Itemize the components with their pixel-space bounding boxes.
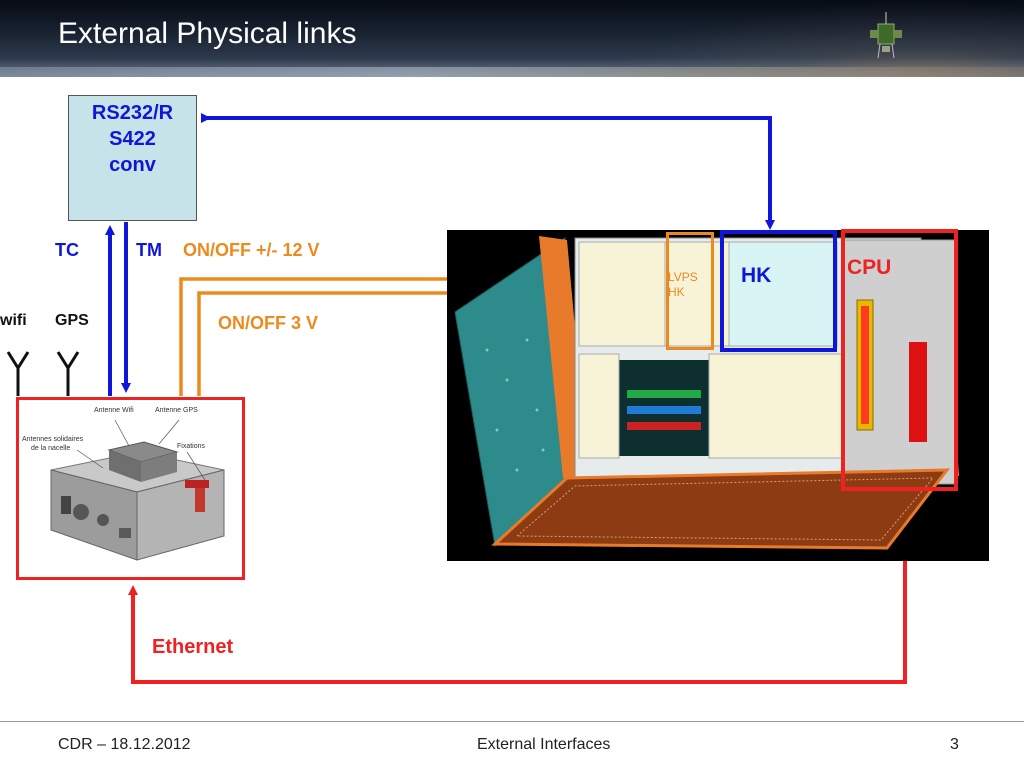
rs232-rs422-converter-box: RS232/R S422 conv [68,95,197,221]
wifi-antenna-icon [6,351,30,396]
lvps-label-line2: HK [668,285,685,299]
hk-highlight [720,230,837,352]
callout-antennes-line2: de la nacelle [31,445,71,452]
footer-date: CDR – 18.12.2012 [58,736,191,753]
callout-antenne-wifi: Antenne Wifi [94,407,134,414]
header-band: External Physical links [0,0,1024,77]
header-earth-glow [604,0,1024,77]
ethernet-line [128,487,907,684]
converter-label-line2: S422 [109,128,156,150]
onoff-3v-label: ON/OFF 3 V [218,313,319,333]
ethernet-label: Ethernet [152,636,234,658]
callout-antennes-line1: Antennes solidaires [22,436,84,443]
satellite-icon [870,12,902,59]
nacelle-device-box: Antenne Wifi Antenne GPS Antennes solida… [16,397,245,580]
wifi-label: wifi [0,312,27,329]
cpu-highlight [841,229,958,491]
lvps-label-line1: LVPS [668,270,698,284]
gps-antenna-icon [56,351,80,396]
nacelle-device-drawing [50,419,225,561]
page-number: 3 [950,736,959,753]
slide-title: External Physical links [58,17,357,50]
converter-label-line1: RS232/R [91,102,174,124]
lvps-hk-highlight [666,232,714,350]
hk-serial-link [201,113,775,230]
onoff-12v-label: ON/OFF +/- 12 V [183,240,320,260]
cpu-label: CPU [847,256,892,279]
electronics-rack-image [447,230,989,561]
callout-fixations: Fixations [177,443,206,450]
footer-divider [0,721,1024,722]
converter-label-line3: conv [109,154,156,176]
footer-section: External Interfaces [477,736,611,753]
rack-drawing [454,236,959,550]
header-horizon [0,67,1024,77]
callout-antenne-gps: Antenne GPS [155,407,198,414]
tm-label: TM [136,240,162,260]
tc-label: TC [55,240,79,260]
gps-label: GPS [55,312,89,329]
lvps-hk-label: LVPS HK [668,270,698,300]
hk-label: HK [741,264,772,287]
